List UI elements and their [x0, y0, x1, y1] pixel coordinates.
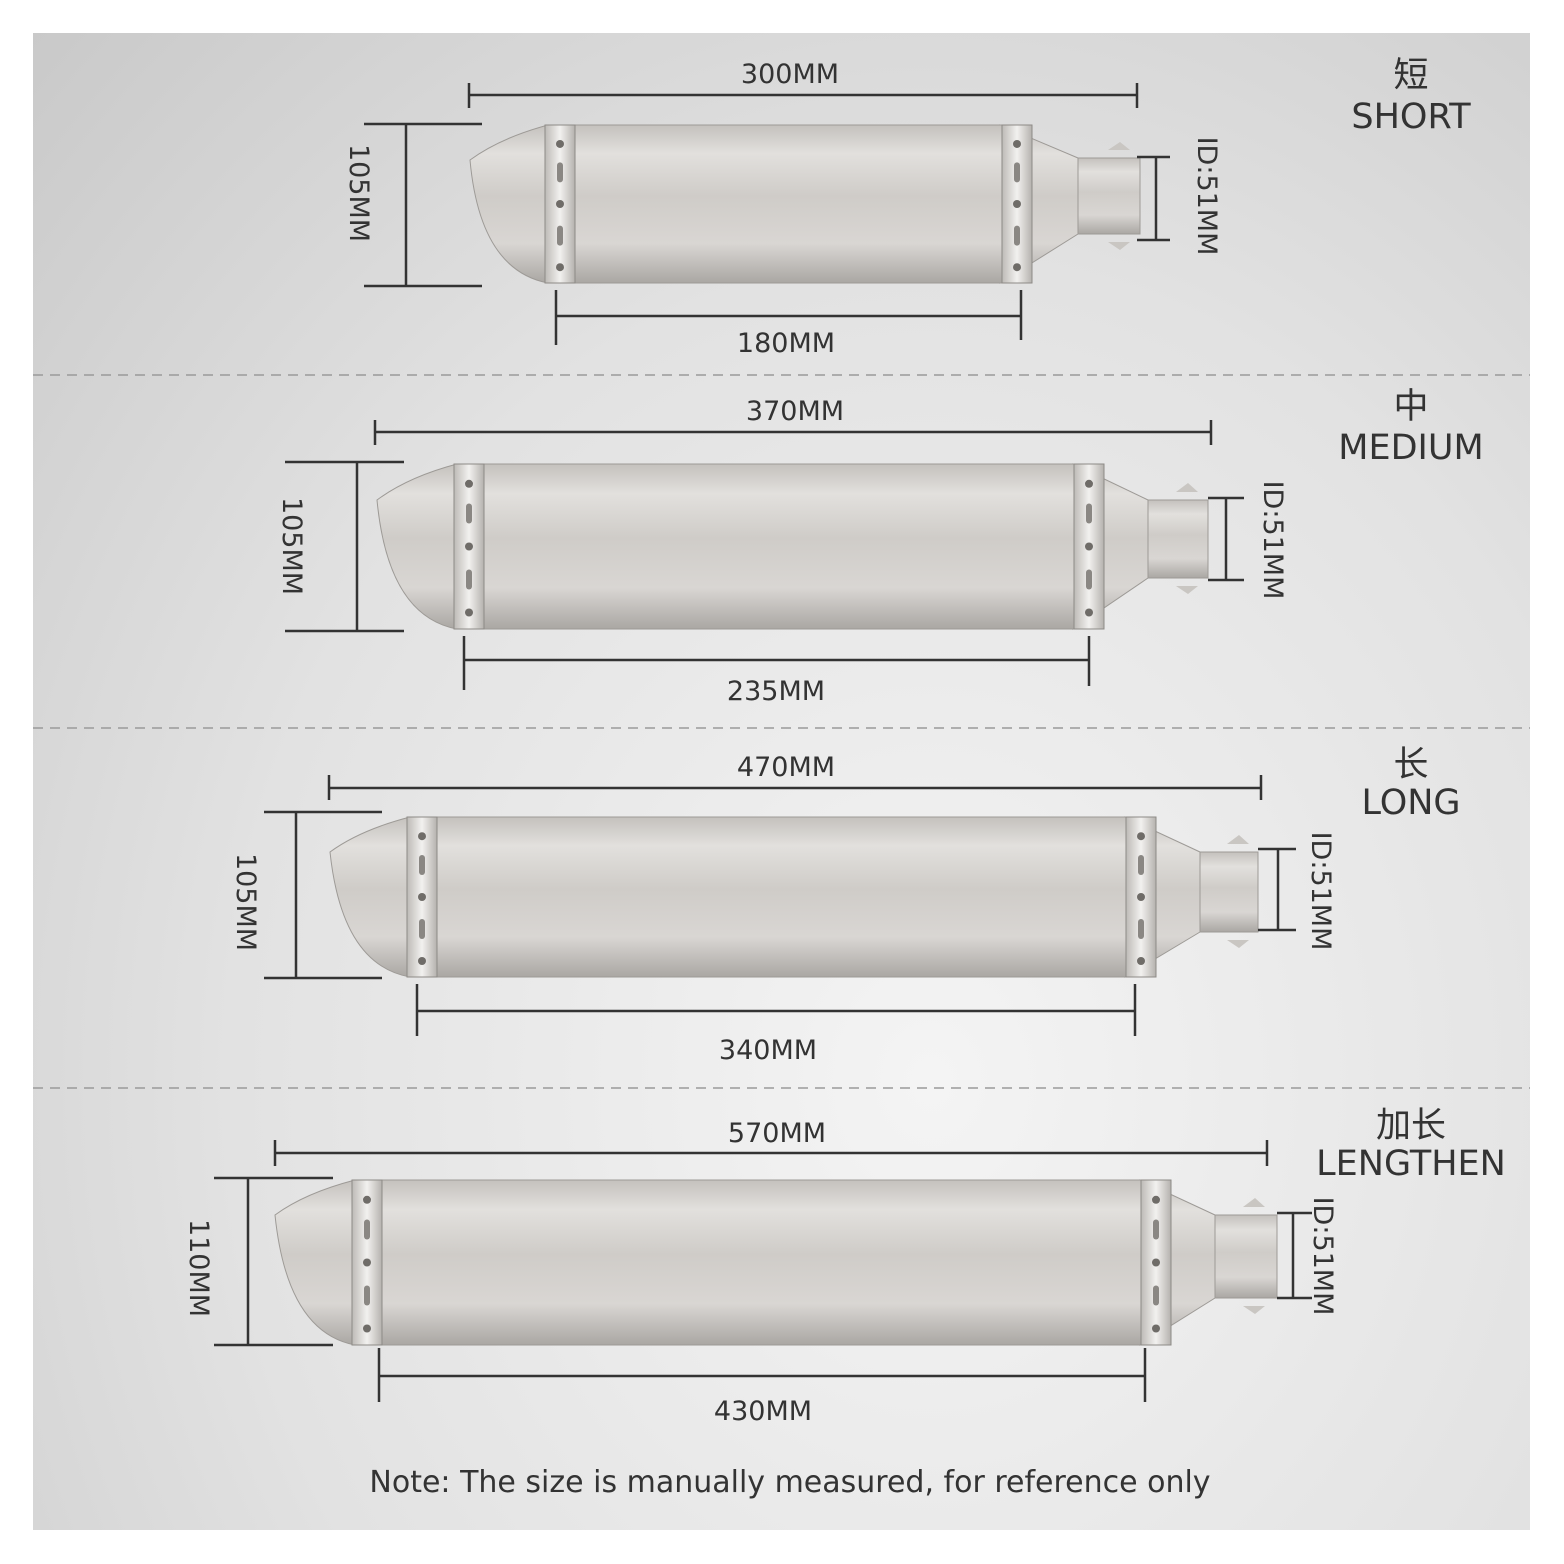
rivet [556, 263, 564, 272]
rivet [465, 479, 473, 488]
height-label: 105MM [230, 853, 261, 951]
dimension-height-medium: 105MM [276, 460, 404, 633]
size-label-cn: 中 [1393, 387, 1428, 427]
height-label: 105MM [343, 144, 374, 242]
inner-diameter-label: ID:51MM [1191, 137, 1222, 256]
body-length-label: 235MM [727, 676, 825, 707]
body-length-label: 180MM [737, 328, 835, 359]
inner-diameter-label: ID:51MM [1305, 832, 1336, 951]
total-length-label: 370MM [746, 396, 844, 427]
clamp-slot [364, 1285, 370, 1306]
size-label-cn: 加长 [1376, 1106, 1446, 1146]
dimension-height-long: 105MM [230, 810, 382, 980]
rivet [1137, 832, 1145, 841]
section-lengthen: 570MM 430MM 110MM ID:51MM 加长 LENGTHEN [183, 1106, 1506, 1427]
clamp-slot [1138, 855, 1144, 875]
clamp-slot [466, 569, 472, 590]
clamp-slot [1086, 503, 1092, 524]
body-length-label: 340MM [719, 1035, 817, 1066]
total-length-label: 470MM [737, 752, 835, 783]
height-label: 110MM [183, 1219, 214, 1317]
clamp-slot [419, 855, 425, 875]
size-label-en: MEDIUM [1338, 428, 1483, 468]
dimension-body-lengthen: 430MM [377, 1348, 1147, 1427]
rivet [418, 832, 426, 841]
size-label-cn: 短 [1393, 56, 1428, 96]
height-label: 105MM [276, 497, 307, 595]
muffler-medium [376, 463, 1209, 630]
footnote: Note: The size is manually measured, for… [369, 1465, 1210, 1500]
clamp-slot [1153, 1285, 1159, 1306]
dimension-id-short: ID:51MM [1137, 137, 1222, 256]
rivet [1152, 1195, 1160, 1204]
dimension-total-short: 300MM [467, 59, 1139, 108]
rivet [556, 139, 564, 148]
dimension-id-medium: ID:51MM [1208, 481, 1288, 600]
muffler-long [329, 816, 1259, 978]
rivet [1085, 542, 1093, 551]
clamp-slot [557, 225, 563, 246]
clamp-slot [1086, 569, 1092, 590]
dimension-id-lengthen: ID:51MM [1277, 1197, 1338, 1316]
rivet [1085, 479, 1093, 488]
size-label-en: SHORT [1351, 97, 1471, 137]
size-label-en: LENGTHEN [1316, 1144, 1506, 1184]
dimension-total-medium: 370MM [373, 396, 1213, 445]
rivet [1013, 263, 1021, 272]
clamp-slot [466, 503, 472, 524]
muffler-lengthen [274, 1179, 1278, 1346]
section-long: 470MM 340MM 105MM ID:51MM 长 LONG [230, 745, 1461, 1066]
rivet [418, 893, 426, 901]
dimension-total-lengthen: 570MM [273, 1118, 1269, 1166]
clamp-slot [1153, 1219, 1159, 1240]
clamp-slot [557, 162, 563, 183]
clamp-slot [364, 1219, 370, 1240]
rivet [418, 957, 426, 965]
dimension-height-short: 105MM [343, 122, 482, 288]
body-length-label: 430MM [714, 1396, 812, 1427]
dimension-id-long: ID:51MM [1258, 832, 1336, 951]
total-length-label: 300MM [741, 59, 839, 90]
rivet [1013, 139, 1021, 148]
size-label-cn: 长 [1393, 745, 1428, 785]
dimension-height-lengthen: 110MM [183, 1176, 333, 1347]
size-label-en: LONG [1361, 783, 1460, 823]
section-short: 300MM 180MM 105MM ID:51MM 短 SHORT [343, 56, 1471, 359]
inner-diameter-label: ID:51MM [1257, 481, 1288, 600]
rivet [556, 200, 564, 208]
clamp-slot [1138, 919, 1144, 939]
inner-diameter-label: ID:51MM [1307, 1197, 1338, 1316]
rivet [1013, 200, 1021, 208]
rivet [465, 542, 473, 551]
rivet [1152, 1324, 1160, 1333]
section-medium: 370MM 235MM 105MM ID:51MM 中 MEDIUM [276, 387, 1484, 707]
rivet [363, 1195, 371, 1204]
rivet [465, 608, 473, 617]
clamp-slot [419, 919, 425, 939]
muffler-short [469, 124, 1141, 284]
rivet [1152, 1258, 1160, 1267]
clamp-slot [1014, 162, 1020, 183]
rivet [1137, 893, 1145, 901]
rivet [363, 1258, 371, 1267]
rivet [363, 1324, 371, 1333]
rivet [1085, 608, 1093, 617]
dimension-body-medium: 235MM [462, 636, 1091, 707]
rivet [1137, 957, 1145, 965]
dimension-total-long: 470MM [327, 752, 1263, 800]
dimension-body-short: 180MM [554, 290, 1023, 359]
total-length-label: 570MM [728, 1118, 826, 1149]
clamp-slot [1014, 225, 1020, 246]
dimension-body-long: 340MM [415, 984, 1137, 1066]
